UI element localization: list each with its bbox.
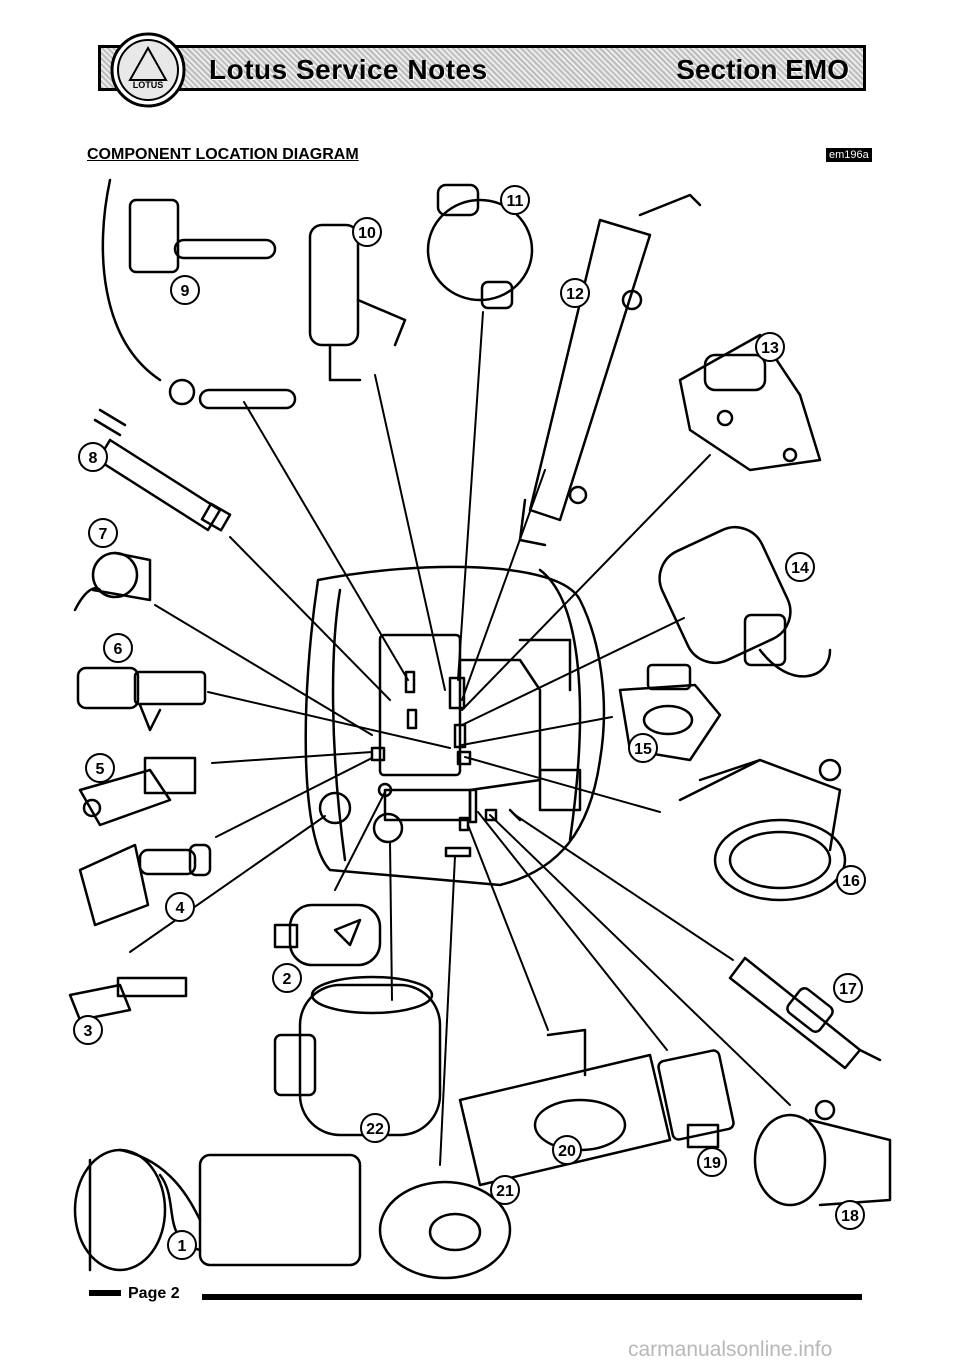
svg-text:17: 17 xyxy=(839,981,857,998)
svg-text:3: 3 xyxy=(84,1023,93,1040)
component-12-fuel-rail xyxy=(518,193,702,547)
component-11-regulator xyxy=(426,183,534,310)
svg-text:16: 16 xyxy=(842,873,860,890)
callout-17: 17 xyxy=(833,973,863,1003)
component-15-throttle-sensor xyxy=(618,663,722,762)
component-16-throttle-body xyxy=(678,758,847,902)
svg-text:8: 8 xyxy=(89,450,98,467)
footer-rule-right xyxy=(202,1294,862,1300)
callout-20: 20 xyxy=(552,1135,582,1165)
callout-7: 7 xyxy=(88,518,118,548)
callout-12: 12 xyxy=(560,278,590,308)
callout-18: 18 xyxy=(835,1200,865,1230)
svg-text:10: 10 xyxy=(358,225,376,242)
component-8-lambda-sensor xyxy=(93,408,232,532)
svg-text:4: 4 xyxy=(176,900,185,917)
callout-15: 15 xyxy=(628,733,658,763)
svg-text:18: 18 xyxy=(841,1208,859,1225)
svg-text:5: 5 xyxy=(96,761,105,778)
callout-3: 3 xyxy=(73,1015,103,1045)
callout-13: 13 xyxy=(755,332,785,362)
component-22-canister xyxy=(273,975,442,1137)
diagram-title: COMPONENT LOCATION DIAGRAM xyxy=(87,146,359,163)
component-17-lambda-sensor xyxy=(728,956,882,1070)
component-18-sensor xyxy=(753,1099,892,1207)
callout-9: 9 xyxy=(170,275,200,305)
component-3-connector xyxy=(68,976,188,1022)
svg-text:15: 15 xyxy=(634,741,652,758)
watermark: carmanualsonline.info xyxy=(628,1338,833,1361)
svg-text:12: 12 xyxy=(566,286,584,303)
callout-8: 8 xyxy=(78,442,108,472)
header-title: Lotus Service Notes xyxy=(209,54,488,85)
svg-text:19: 19 xyxy=(703,1155,721,1172)
component-6-speed-sensor xyxy=(76,666,207,732)
callout-5: 5 xyxy=(85,753,115,783)
svg-text:1: 1 xyxy=(178,1238,187,1255)
engine-bay-outline xyxy=(304,565,606,887)
svg-text:9: 9 xyxy=(181,283,190,300)
component-19-relay xyxy=(657,1049,735,1149)
callout-10: 10 xyxy=(352,217,382,247)
callout-21: 21 xyxy=(490,1175,520,1205)
callout-2: 2 xyxy=(272,963,302,993)
svg-text:22: 22 xyxy=(366,1121,384,1138)
component-5-sensor xyxy=(78,756,197,827)
component-7-sensor xyxy=(73,551,152,612)
component-10-injector xyxy=(308,223,407,382)
callout-4: 4 xyxy=(165,892,195,922)
svg-text:11: 11 xyxy=(507,193,524,210)
svg-text:2: 2 xyxy=(283,971,292,988)
svg-text:13: 13 xyxy=(761,340,779,357)
callout-6: 6 xyxy=(103,633,133,663)
component-1-fuel-pump xyxy=(73,1148,362,1272)
component-2-idle-valve xyxy=(273,903,382,967)
component-13-coil xyxy=(678,333,822,472)
page-number: Page 2 xyxy=(128,1285,180,1302)
callout-22: 22 xyxy=(360,1113,390,1143)
component-14-ignition-module xyxy=(658,525,832,678)
svg-text:21: 21 xyxy=(496,1183,514,1200)
callout-19: 19 xyxy=(697,1147,727,1177)
svg-text:7: 7 xyxy=(99,526,108,543)
callout-1: 1 xyxy=(167,1230,197,1260)
callout-16: 16 xyxy=(836,865,866,895)
callout-14: 14 xyxy=(785,552,815,582)
callout-11: 11 xyxy=(500,185,530,215)
lotus-logo: LOTUS xyxy=(110,32,186,108)
component-4-sensor xyxy=(78,843,212,927)
svg-text:20: 20 xyxy=(558,1143,576,1160)
svg-text:6: 6 xyxy=(114,641,123,658)
footer-rule-left xyxy=(89,1290,121,1296)
header-section: Section EMO xyxy=(676,54,849,85)
svg-text:LOTUS: LOTUS xyxy=(133,80,164,90)
header-banner: Lotus Service Notes Section EMO xyxy=(98,45,866,91)
component-21-wheel-sensor xyxy=(378,1180,512,1280)
reference-tag: em196a xyxy=(826,148,872,162)
component-9-connector xyxy=(101,178,297,410)
svg-text:14: 14 xyxy=(791,560,809,577)
